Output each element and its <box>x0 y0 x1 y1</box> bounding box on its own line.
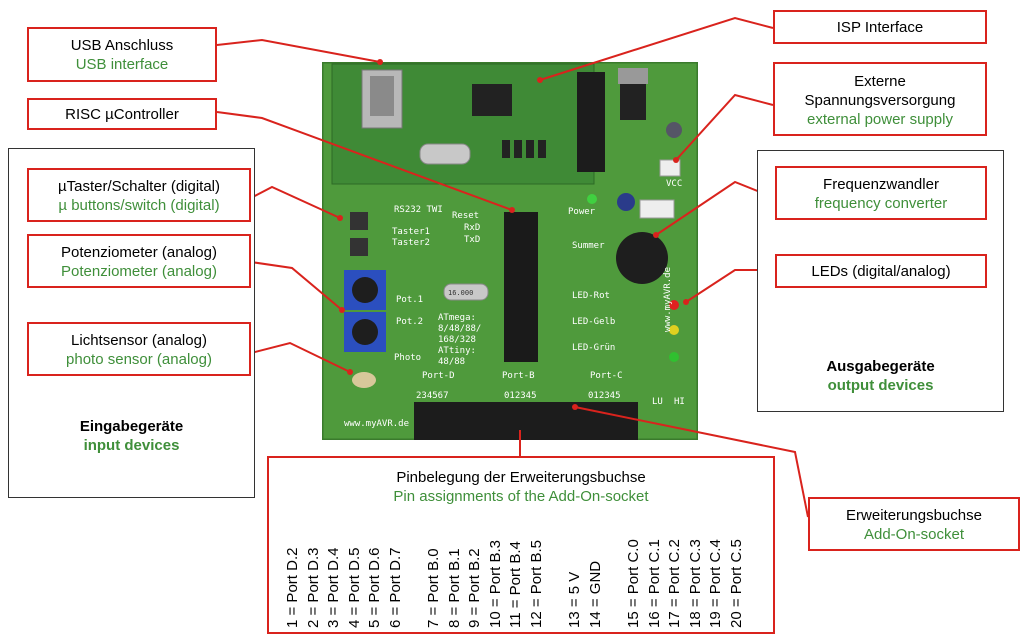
pin-label: 6 = Port D.7 <box>386 547 404 628</box>
pin-label: 14 = GND <box>586 560 604 628</box>
silk-chip-1: ATmega: <box>438 313 476 323</box>
callout-photo-sensor: Lichtsensor (analog) photo sensor (analo… <box>27 322 251 376</box>
silk-rxd: RxD <box>464 223 480 233</box>
silk-hi: HI <box>674 397 685 407</box>
socket-label-en: Add-On-socket <box>863 526 965 543</box>
pinout-box: Pinbelegung der Erweiterungsbuchse Pin a… <box>267 456 775 634</box>
usb-label-de: USB Anschluss <box>70 37 174 54</box>
pcb-board-photo: RS232 TWI Reset RxD TxD Power Taster1 Ta… <box>322 62 698 440</box>
pin-label: 13 = 5 V <box>566 571 583 628</box>
input-group-title-en: input devices <box>83 437 180 454</box>
pin-label: 2 = Port D.3 <box>304 547 322 628</box>
silk-port-d-nums: 234567 <box>416 391 449 401</box>
freq-label-en: frequency converter <box>814 195 948 212</box>
pin-label: 10 = Port B.3 <box>486 540 504 628</box>
usb-label-en: USB interface <box>75 56 169 73</box>
pin-label: 3 = Port D.4 <box>325 547 342 628</box>
pin-label: 20 = Port C.5 <box>727 539 745 628</box>
silk-url-vertical: www.myAVR.de <box>663 267 673 332</box>
silk-led-gruen: LED-Grün <box>572 343 615 353</box>
silk-lu: LU <box>652 397 663 407</box>
pinout-title-de: Pinbelegung der Erweiterungsbuchse <box>396 469 646 486</box>
callout-frequency-converter: Frequenzwandler frequency converter <box>775 166 987 220</box>
silk-port-d: Port-D <box>422 371 455 381</box>
callout-external-power: Externe Spannungsversorgung external pow… <box>773 62 987 136</box>
buttons-label-de: µTaster/Schalter (digital) <box>57 178 221 195</box>
output-group-title-en: output devices <box>827 377 934 394</box>
pin-label: 5 = Port D.6 <box>366 547 383 628</box>
leds-label-de: LEDs (digital/analog) <box>811 263 951 280</box>
silk-rs232: RS232 TWI <box>394 205 443 215</box>
silk-chip-3: 168/328 <box>438 335 476 345</box>
buttons-label-en: µ buttons/switch (digital) <box>58 197 220 214</box>
silk-chip-5: 48/88 <box>438 357 465 367</box>
pin-label: 11 = Port B.4 <box>507 541 524 628</box>
ext-power-label-de-2: Spannungsversorgung <box>804 92 956 109</box>
silk-chip-2: 8/48/88/ <box>438 324 481 334</box>
silk-vcc: VCC <box>666 179 682 189</box>
silk-xtal: 16.000 <box>448 289 473 297</box>
silk-summer: Summer <box>572 241 605 251</box>
poti-label-en: Potenziometer (analog) <box>61 263 217 280</box>
silk-port-c: Port-C <box>590 371 623 381</box>
silk-led-gelb: LED-Gelb <box>572 317 615 327</box>
pin-label: 7 = Port B.0 <box>425 548 442 628</box>
silk-port-b: Port-B <box>502 371 535 381</box>
pin-label: 16 = Port C.1 <box>645 539 663 628</box>
socket-label-de: Erweiterungsbuchse <box>846 507 982 524</box>
pinout-title-en: Pin assignments of the Add-On-socket <box>393 488 649 505</box>
output-group-title-de: Ausgabegeräte <box>826 358 935 375</box>
silk-url: www.myAVR.de <box>344 419 409 429</box>
pin-label: 9 = Port B.2 <box>466 548 483 628</box>
poti-label-de: Potenziometer (analog) <box>61 244 217 261</box>
callout-isp: ISP Interface <box>773 10 987 44</box>
photo-label-de: Lichtsensor (analog) <box>71 332 207 349</box>
silk-port-b-nums: 012345 <box>504 391 537 401</box>
risc-label-de: RISC µController <box>65 106 179 123</box>
callout-usb: USB Anschluss USB interface <box>27 27 217 82</box>
callout-potentiometer: Potenziometer (analog) Potenziometer (an… <box>27 234 251 288</box>
input-group-title-de: Eingabegeräte <box>79 418 184 435</box>
silk-taster2: Taster2 <box>392 238 430 248</box>
pin-label: 17 = Port C.2 <box>666 539 683 628</box>
ext-power-label-de-1: Externe <box>854 73 906 90</box>
ext-power-label-en: external power supply <box>807 111 953 128</box>
callout-buttons: µTaster/Schalter (digital) µ buttons/swi… <box>27 168 251 222</box>
isp-label-de: ISP Interface <box>836 19 924 36</box>
pin-label: 12 = Port B.5 <box>527 540 545 628</box>
pin-label: 18 = Port C.3 <box>686 539 704 628</box>
silk-pot1: Pot.1 <box>396 295 423 305</box>
silk-reset: Reset <box>452 211 479 221</box>
pin-label: 4 = Port D.5 <box>345 547 363 628</box>
silk-txd: TxD <box>464 235 480 245</box>
silk-photo: Photo <box>394 353 421 363</box>
callout-add-on-socket: Erweiterungsbuchse Add-On-socket <box>808 497 1020 551</box>
pin-label: 8 = Port B.1 <box>445 548 463 628</box>
silk-chip-4: ATtiny: <box>438 346 476 356</box>
silk-led-rot: LED-Rot <box>572 291 610 301</box>
photo-label-en: photo sensor (analog) <box>66 351 212 368</box>
silk-port-c-nums: 012345 <box>588 391 621 401</box>
pin-label: 1 = Port D.2 <box>284 547 301 628</box>
freq-label-de: Frequenzwandler <box>823 176 939 193</box>
callout-leds: LEDs (digital/analog) <box>775 254 987 288</box>
silk-pot2: Pot.2 <box>396 317 423 327</box>
pin-label: 15 = Port C.0 <box>625 539 642 628</box>
silk-power: Power <box>568 207 596 217</box>
silk-taster1: Taster1 <box>392 227 430 237</box>
callout-risc: RISC µController <box>27 98 217 130</box>
pin-label: 19 = Port C.4 <box>707 539 724 628</box>
